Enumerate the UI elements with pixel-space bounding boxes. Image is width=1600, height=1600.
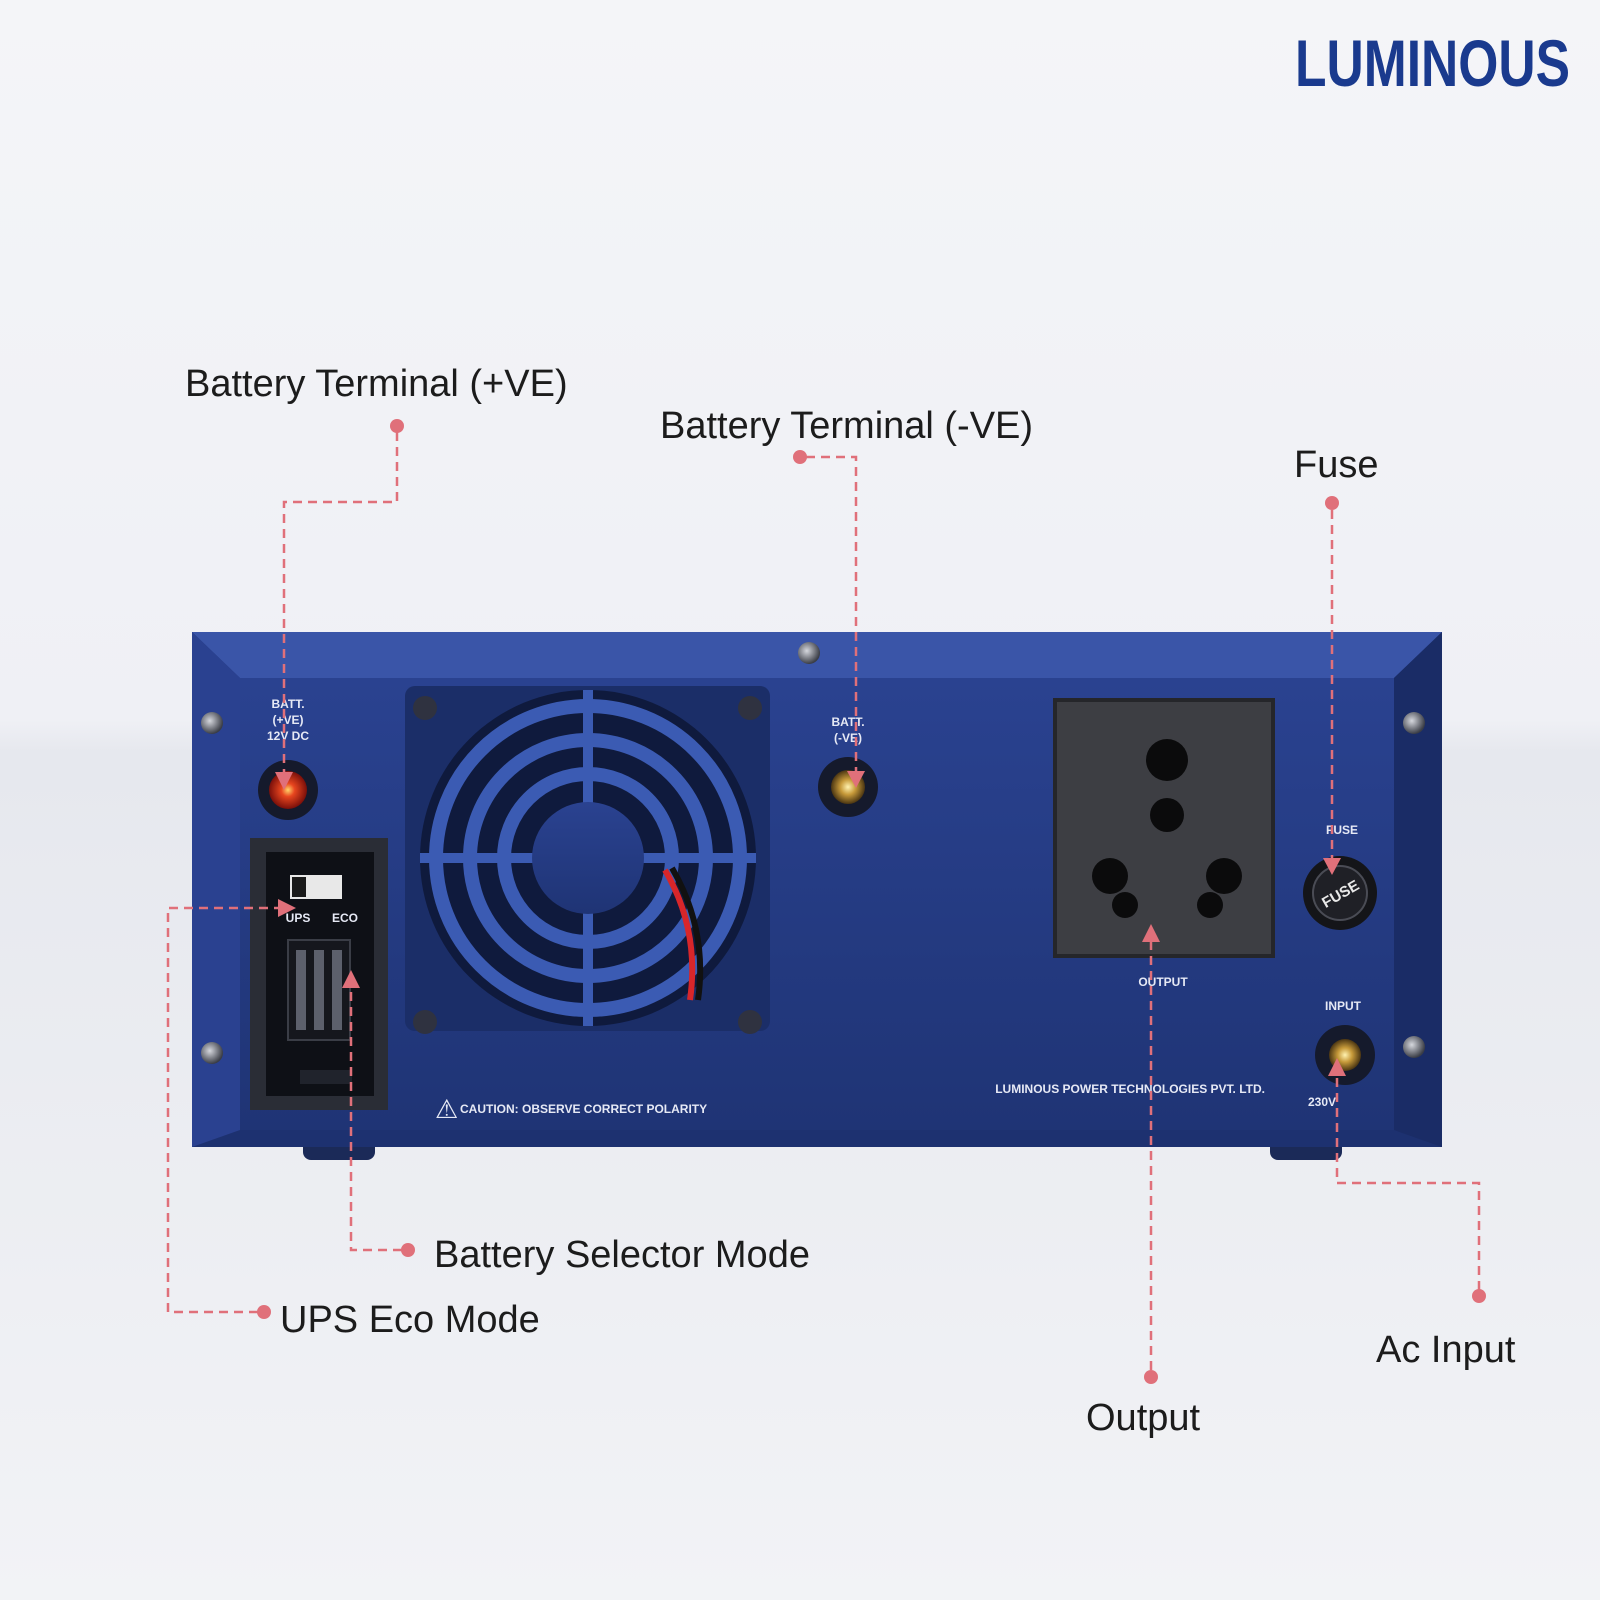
caution-print: CAUTION: OBSERVE CORRECT POLARITY <box>460 1102 707 1116</box>
callout-dot <box>401 1243 415 1257</box>
selector-mark <box>296 950 306 1030</box>
callout-label-battery-negative: Battery Terminal (-VE) <box>660 405 1033 447</box>
socket-hole <box>1112 892 1138 918</box>
fan-mount-screw <box>738 696 762 720</box>
fan-mount-screw <box>413 696 437 720</box>
selector-slot <box>300 1070 352 1084</box>
output-socket: OUTPUT <box>1053 698 1275 989</box>
callout-label-fuse: Fuse <box>1294 444 1378 486</box>
manufacturer-print: LUMINOUS POWER TECHNOLOGIES PVT. LTD. <box>995 1082 1265 1096</box>
leader-line <box>282 432 399 776</box>
input-voltage-print: 230V <box>1308 1095 1336 1109</box>
batt-pos-print-2: (+VE) <box>272 713 303 727</box>
batt-pos-print-1: BATT. <box>271 697 304 711</box>
switch-eco-print: ECO <box>332 911 358 925</box>
fuse-print: FUSE <box>1326 823 1358 837</box>
terminal-core <box>269 771 307 809</box>
frame-bevel-left <box>192 632 240 1147</box>
callout-fuse: Fuse <box>1294 444 1378 875</box>
screw <box>1403 712 1425 734</box>
screw <box>1403 1036 1425 1058</box>
arrowhead <box>278 899 296 917</box>
callout-label-ups-eco: UPS Eco Mode <box>280 1299 540 1341</box>
selector-mark <box>314 950 324 1030</box>
arrowhead <box>342 970 360 988</box>
fan-mount-screw <box>738 1010 762 1034</box>
fan-mount-screw <box>413 1010 437 1034</box>
callout-label-battery-positive: Battery Terminal (+VE) <box>185 363 568 405</box>
socket-earth-pin <box>1146 739 1188 781</box>
input-print: INPUT <box>1325 999 1362 1013</box>
leader-line <box>166 906 280 1314</box>
callout-ac-input: Ac Input <box>1328 1058 1516 1371</box>
callout-label-output: Output <box>1086 1397 1201 1439</box>
callout-dot <box>390 419 404 433</box>
fuse-holder: FUSE FUSE <box>1303 823 1377 930</box>
callout-label-battery-selector: Battery Selector Mode <box>434 1234 810 1276</box>
screw <box>798 642 820 664</box>
callout-label-ac-input: Ac Input <box>1376 1329 1516 1371</box>
callout-dot <box>1325 496 1339 510</box>
mode-switch-housing: UPS ECO <box>250 838 388 1110</box>
switch-ups-print: UPS <box>286 911 311 925</box>
selector-mark <box>332 950 342 1030</box>
arrowhead <box>1328 1058 1346 1076</box>
frame-bevel-right <box>1394 632 1442 1147</box>
inverter-unit: BATT. (+VE) 12V DC BATT. (-VE) UPS ECO <box>192 632 1442 1160</box>
socket-hole <box>1150 798 1184 832</box>
batt-pos-print-3: 12V DC <box>267 729 309 743</box>
leader-line <box>806 455 858 774</box>
callout-dot <box>1144 1370 1158 1384</box>
socket-hole <box>1092 858 1128 894</box>
cooling-fan <box>405 686 770 1034</box>
callout-ups-eco: UPS Eco Mode <box>166 899 540 1341</box>
callout-battery-selector: Battery Selector Mode <box>342 970 810 1276</box>
callout-dot <box>257 1305 271 1319</box>
screw <box>201 1042 223 1064</box>
battery-positive-terminal: BATT. (+VE) 12V DC <box>258 697 318 820</box>
arrowhead <box>275 772 293 790</box>
leader-line <box>349 984 402 1252</box>
arrowhead <box>1323 858 1341 875</box>
panel-screws <box>201 642 1425 1064</box>
fan-wire-black <box>669 866 704 1001</box>
callout-output: Output <box>1086 924 1201 1439</box>
socket-hole <box>1206 858 1242 894</box>
output-print: OUTPUT <box>1138 975 1188 989</box>
callout-battery-positive: Battery Terminal (+VE) <box>185 363 568 790</box>
screw <box>201 712 223 734</box>
callout-dot <box>793 450 807 464</box>
fan-wires <box>662 868 696 1001</box>
callout-dot <box>1472 1289 1486 1303</box>
brand-logo: LUMINOUS <box>1295 26 1570 100</box>
leader-line <box>1335 1073 1481 1290</box>
fan-hub <box>532 802 644 914</box>
arrowhead <box>847 771 865 788</box>
batt-neg-print-2: (-VE) <box>834 731 862 745</box>
arrowhead <box>1142 924 1160 942</box>
batt-neg-print-1: BATT. <box>831 715 864 729</box>
fuse-cap <box>1312 865 1368 921</box>
socket-hole <box>1197 892 1223 918</box>
switch-knob <box>292 877 306 897</box>
callout-battery-negative: Battery Terminal (-VE) <box>660 405 1033 788</box>
warning-triangle-icon: ⚠ <box>435 1094 458 1124</box>
